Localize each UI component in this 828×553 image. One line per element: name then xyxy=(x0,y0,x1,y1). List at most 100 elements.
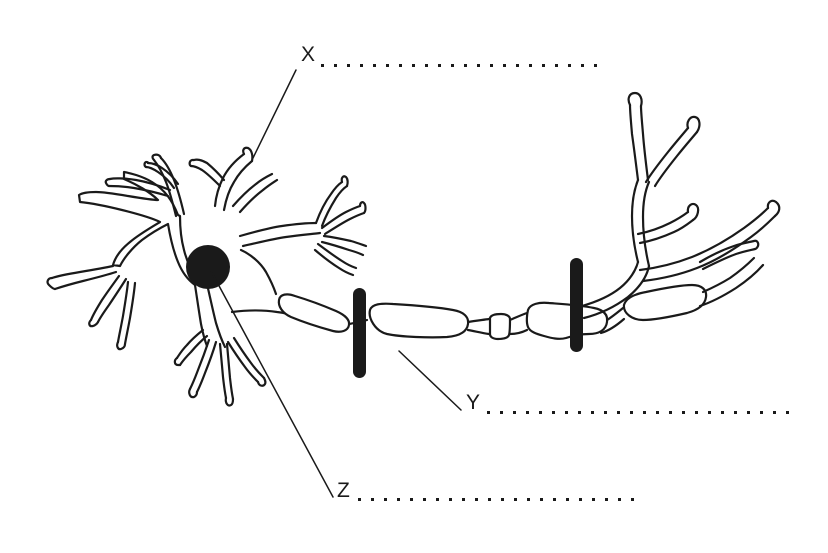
myelin-segment-5 xyxy=(622,283,708,322)
dendrite-right-spike-low-b xyxy=(320,240,365,257)
dendrite-bottom-trunk-left xyxy=(193,283,209,348)
dendrite-right-spike-up-tip xyxy=(340,175,349,188)
dendrite-lower-left-b xyxy=(96,277,128,324)
dendrite-bottom-spur2-b xyxy=(195,340,218,394)
terminal-lower-spur-tip xyxy=(752,239,760,251)
dendrite-lower-left-spur-b xyxy=(123,281,137,346)
terminal-mid-branch-b xyxy=(638,218,695,245)
label-z: Z xyxy=(337,479,350,502)
dendrite-ul-branch-a xyxy=(108,177,172,192)
dendrite-right-spike-bottom-b xyxy=(313,248,355,277)
dendrite-bottom-spur4-b xyxy=(232,336,266,380)
label-y: Y xyxy=(466,391,481,414)
dendrite-right-spike-mid-b xyxy=(323,211,366,236)
terminal-trunk-right xyxy=(582,264,651,320)
dendrite-lower-left-a xyxy=(89,274,121,322)
dendrite-right-spike-mid-tip xyxy=(358,201,367,215)
axon-terminal-arbor xyxy=(580,91,781,320)
terminal-prong-right-tip xyxy=(686,115,701,134)
soma-and-dendrites xyxy=(46,146,368,407)
axon-node-connector-3 xyxy=(508,311,529,322)
axon-node-connector-4 xyxy=(605,306,625,322)
terminal-prong-tall-tip xyxy=(627,91,643,108)
dendrite-lower-left-tip xyxy=(88,318,100,328)
terminal-prong-tall-left xyxy=(628,103,640,182)
axon-node-connector-2 xyxy=(466,317,491,324)
dendrite-lower-left-spur-tip xyxy=(116,340,127,351)
terminal-prong-right-b xyxy=(653,130,699,188)
terminal-prong-right-a xyxy=(644,126,690,184)
terminal-lower-spur-b xyxy=(701,247,757,271)
terminal-lower-branch-b xyxy=(641,214,777,283)
terminal-lower-spur-a xyxy=(698,239,756,264)
nucleus xyxy=(186,245,230,289)
terminal-lower-branch-a xyxy=(638,206,770,272)
axon-node-connector-4b xyxy=(599,317,626,335)
dendrite-bottom-spur1-a xyxy=(175,328,205,360)
dendrite-far-left-b xyxy=(53,270,118,291)
dendrite-bottom-spur4-a xyxy=(226,340,260,384)
dendrite-right-spike-low-a xyxy=(322,234,368,248)
terminal-mid-branch-tip xyxy=(686,202,700,222)
terminal-vertical-branch-left xyxy=(630,178,640,264)
dendrite-ul-branch-a2 xyxy=(107,184,170,198)
dendrite-right-trunk-top xyxy=(238,221,318,238)
dendrite-ul-branch-b-tip xyxy=(143,160,150,169)
terminal-lower-branch-tip xyxy=(766,199,781,218)
terminal-prong-tall-right xyxy=(639,104,650,182)
dendrite-ul-branch-a-tip xyxy=(104,177,112,188)
dendrite-ul-branch-b2 xyxy=(146,161,180,186)
dendrite-right-spike-bottom-a xyxy=(316,242,358,270)
terminal-mid-branch-a xyxy=(636,210,690,236)
myelin-segment-2 xyxy=(368,302,470,339)
dendrite-top-center-tip xyxy=(242,146,254,163)
axon-terminal-stem-bottom xyxy=(698,263,765,308)
dendrite-bottom-trunk-right xyxy=(205,282,227,349)
dotted-line-z xyxy=(358,498,634,501)
label-x: X xyxy=(301,43,316,66)
dotted-answer-lines xyxy=(321,64,789,501)
axon-terminal-stem-top xyxy=(701,256,756,294)
dendrite-bottom-spur2-tip xyxy=(188,387,199,399)
myelin-segment-4 xyxy=(525,301,609,340)
node-of-ranvier-bar-right xyxy=(570,258,583,352)
dendrite-tc-spur xyxy=(189,164,222,188)
myelin-segment-1 xyxy=(277,293,351,333)
dendrite-far-left-tip xyxy=(46,276,57,291)
axon-and-myelin xyxy=(230,248,765,341)
dendrite-upper-left-tip xyxy=(151,153,163,162)
dendrite-bottom-spur1-b xyxy=(178,334,209,367)
dendrite-x-target-a xyxy=(231,172,274,208)
dendrite-ul-branch-b xyxy=(144,165,176,190)
leader-lines xyxy=(210,69,462,498)
dendrite-bottom-spur2-a xyxy=(188,338,211,391)
dendrite-bottom-spur3-b xyxy=(225,342,235,401)
axon-hillock-top xyxy=(239,248,278,296)
terminal-vertical-branch-right xyxy=(641,180,651,268)
leader-line-y xyxy=(398,350,462,411)
dendrite-bottom-spur3-tip xyxy=(224,396,235,407)
dendrite-tc-spur-tip xyxy=(188,158,196,168)
constriction-bars xyxy=(353,258,583,378)
dendrite-top-center-trunk-right xyxy=(222,159,254,212)
dendrite-right-spike-mid-a xyxy=(320,204,362,230)
axon-node-connector-2b xyxy=(466,328,491,336)
leader-line-z xyxy=(210,270,334,498)
dendrite-lower-left-spur-a xyxy=(116,280,130,344)
dendrite-bottom-spur1-tip xyxy=(173,356,182,367)
dotted-line-x xyxy=(321,64,597,67)
axon-node-connector-3b xyxy=(508,328,529,336)
node-of-ranvier-bar-left xyxy=(353,288,366,378)
myelin-segment-3 xyxy=(488,312,512,341)
leader-line-x xyxy=(252,69,297,159)
soma-outline xyxy=(77,170,200,287)
dotted-line-y xyxy=(487,411,789,414)
dendrite-x-target-b xyxy=(238,178,279,214)
dendrite-far-left-a xyxy=(50,264,115,280)
dendrite-bottom-spur3-a xyxy=(218,342,228,400)
dendrite-right-spike-up-a xyxy=(314,180,344,225)
dendrite-right-trunk-bottom xyxy=(241,231,322,248)
dendrite-tc-spur2 xyxy=(192,158,226,182)
